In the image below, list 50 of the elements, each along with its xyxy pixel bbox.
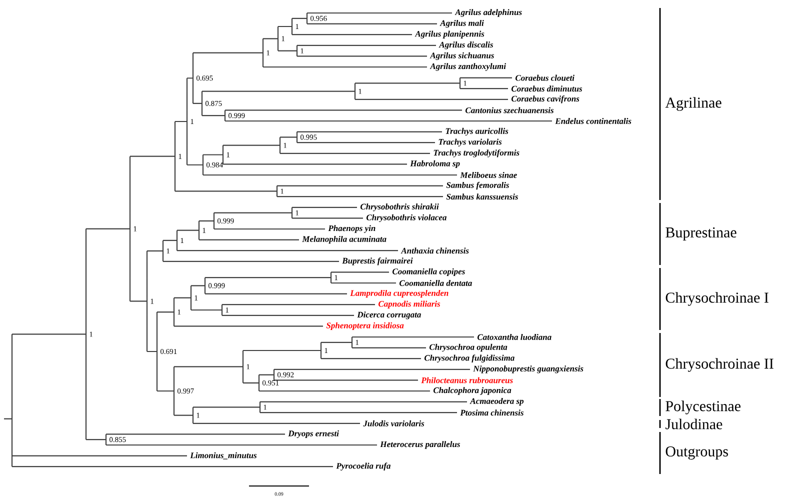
taxon-label: Chrysobothris violacea [366,214,447,222]
taxon-label: Catoxantha luodiana [478,334,552,340]
taxon-label: Trachys variolaris [438,138,502,146]
taxon-label: Sambus femoralis [446,182,509,190]
taxon-label: Meliboeus sinae [460,172,517,178]
taxon-label: Philocteanus rubroaureus [421,377,513,384]
taxon-label: Phaenops yin [328,225,376,233]
taxon-label: Dicerca corrugata [357,312,421,320]
taxon-label: Heterocerus parallelus [380,441,460,449]
taxon-label: Chrysochroa opulenta [430,344,508,352]
taxon-label: Cantonius szechuanensis [466,107,554,114]
taxon-label: Ptosima chinensis [460,410,524,416]
clade-label: Chrysochroinae I [666,292,768,306]
taxon-label: Chrysochroa fulgidissima [424,354,514,362]
taxon-label: Capnodis miliaris [378,300,440,308]
taxon-label: Agrilus discalis [438,42,494,50]
clade-label: Julodinae [666,418,722,430]
taxon-label: Buprestis fairmairei [342,258,413,266]
clade-label: Polycestinae [666,400,740,414]
taxon-label: Endelus continentalis [555,118,632,124]
taxon-label: Coomaniella copipes [392,268,465,276]
taxon-label: Dryops ernesti [288,430,339,438]
taxon-label: Agrilus zanthoxylumi [430,63,506,71]
taxon-label: Trachys troglodytiformis [434,149,520,158]
taxon-label: Limonius_minutus [190,452,257,460]
taxon-label: Sphenoptera insidiosa [326,322,404,330]
taxon-label: Lamprodila cupreosplenden [350,290,448,298]
taxon-label: Melanophila acuminata [302,236,386,244]
taxon-label: Anthaxia chinensis [400,248,469,254]
clade-label: Buprestinae [666,227,736,241]
taxon-label: Coraebus cavifrons [512,96,580,104]
taxon-label: Chalcophora japonica [434,387,512,395]
clade-label: Agrilinae [665,97,722,111]
taxon-label: Chrysobothris shirakii [360,204,439,212]
taxon-label: Sambus kanssuensis [446,194,518,200]
taxon-label: Agrilus adelphinus [454,9,522,17]
clade-label: Chrysochroinae II [666,358,774,372]
taxon-label: Habroloma sp [410,160,460,168]
taxon-label: Nipponobuprestis guangxiensis [473,366,584,374]
taxon-label: Agrilus planipennis [414,30,484,38]
clade-label: Outgroups [666,446,728,460]
taxon-label: Coraebus cloueti [516,74,574,81]
taxon-label: Coraebus diminutus [512,86,582,92]
taxon-label: Agrilus mali [440,20,484,28]
taxon-label: Trachys auricollis [446,128,508,136]
taxon-label: Julodis variolaris [363,420,424,426]
taxon-label: Pyrocoelia rufa [336,462,391,470]
taxon-label: Agrilus sichuanus [430,52,494,60]
taxon-label: Acmaeodera sp [470,398,524,406]
taxon-label: Coomaniella dentata [400,280,472,286]
